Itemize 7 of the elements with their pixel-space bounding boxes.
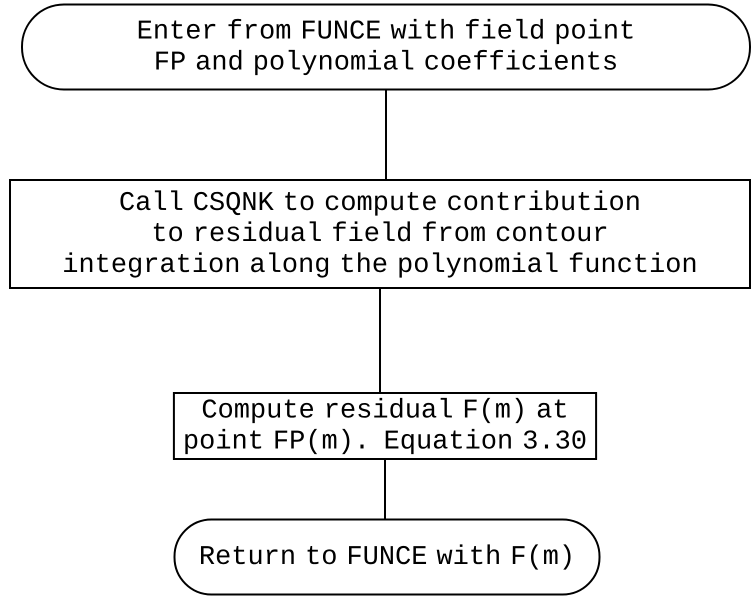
- end-terminal: Return to FUNCE with F(m): [174, 518, 600, 596]
- connector-line: [384, 460, 386, 518]
- process-box: Call CSQNK to compute contribution to residual field from contour integration along the polynomial function: [9, 179, 751, 289]
- connector-line: [379, 288, 381, 392]
- connector-line: [385, 90, 387, 179]
- start-terminal: Enter from FUNCE with field point FP and polynomial coefficients: [21, 4, 751, 90]
- process-box: Compute residual F(m) at point FP(m). Equation 3.30: [172, 392, 598, 460]
